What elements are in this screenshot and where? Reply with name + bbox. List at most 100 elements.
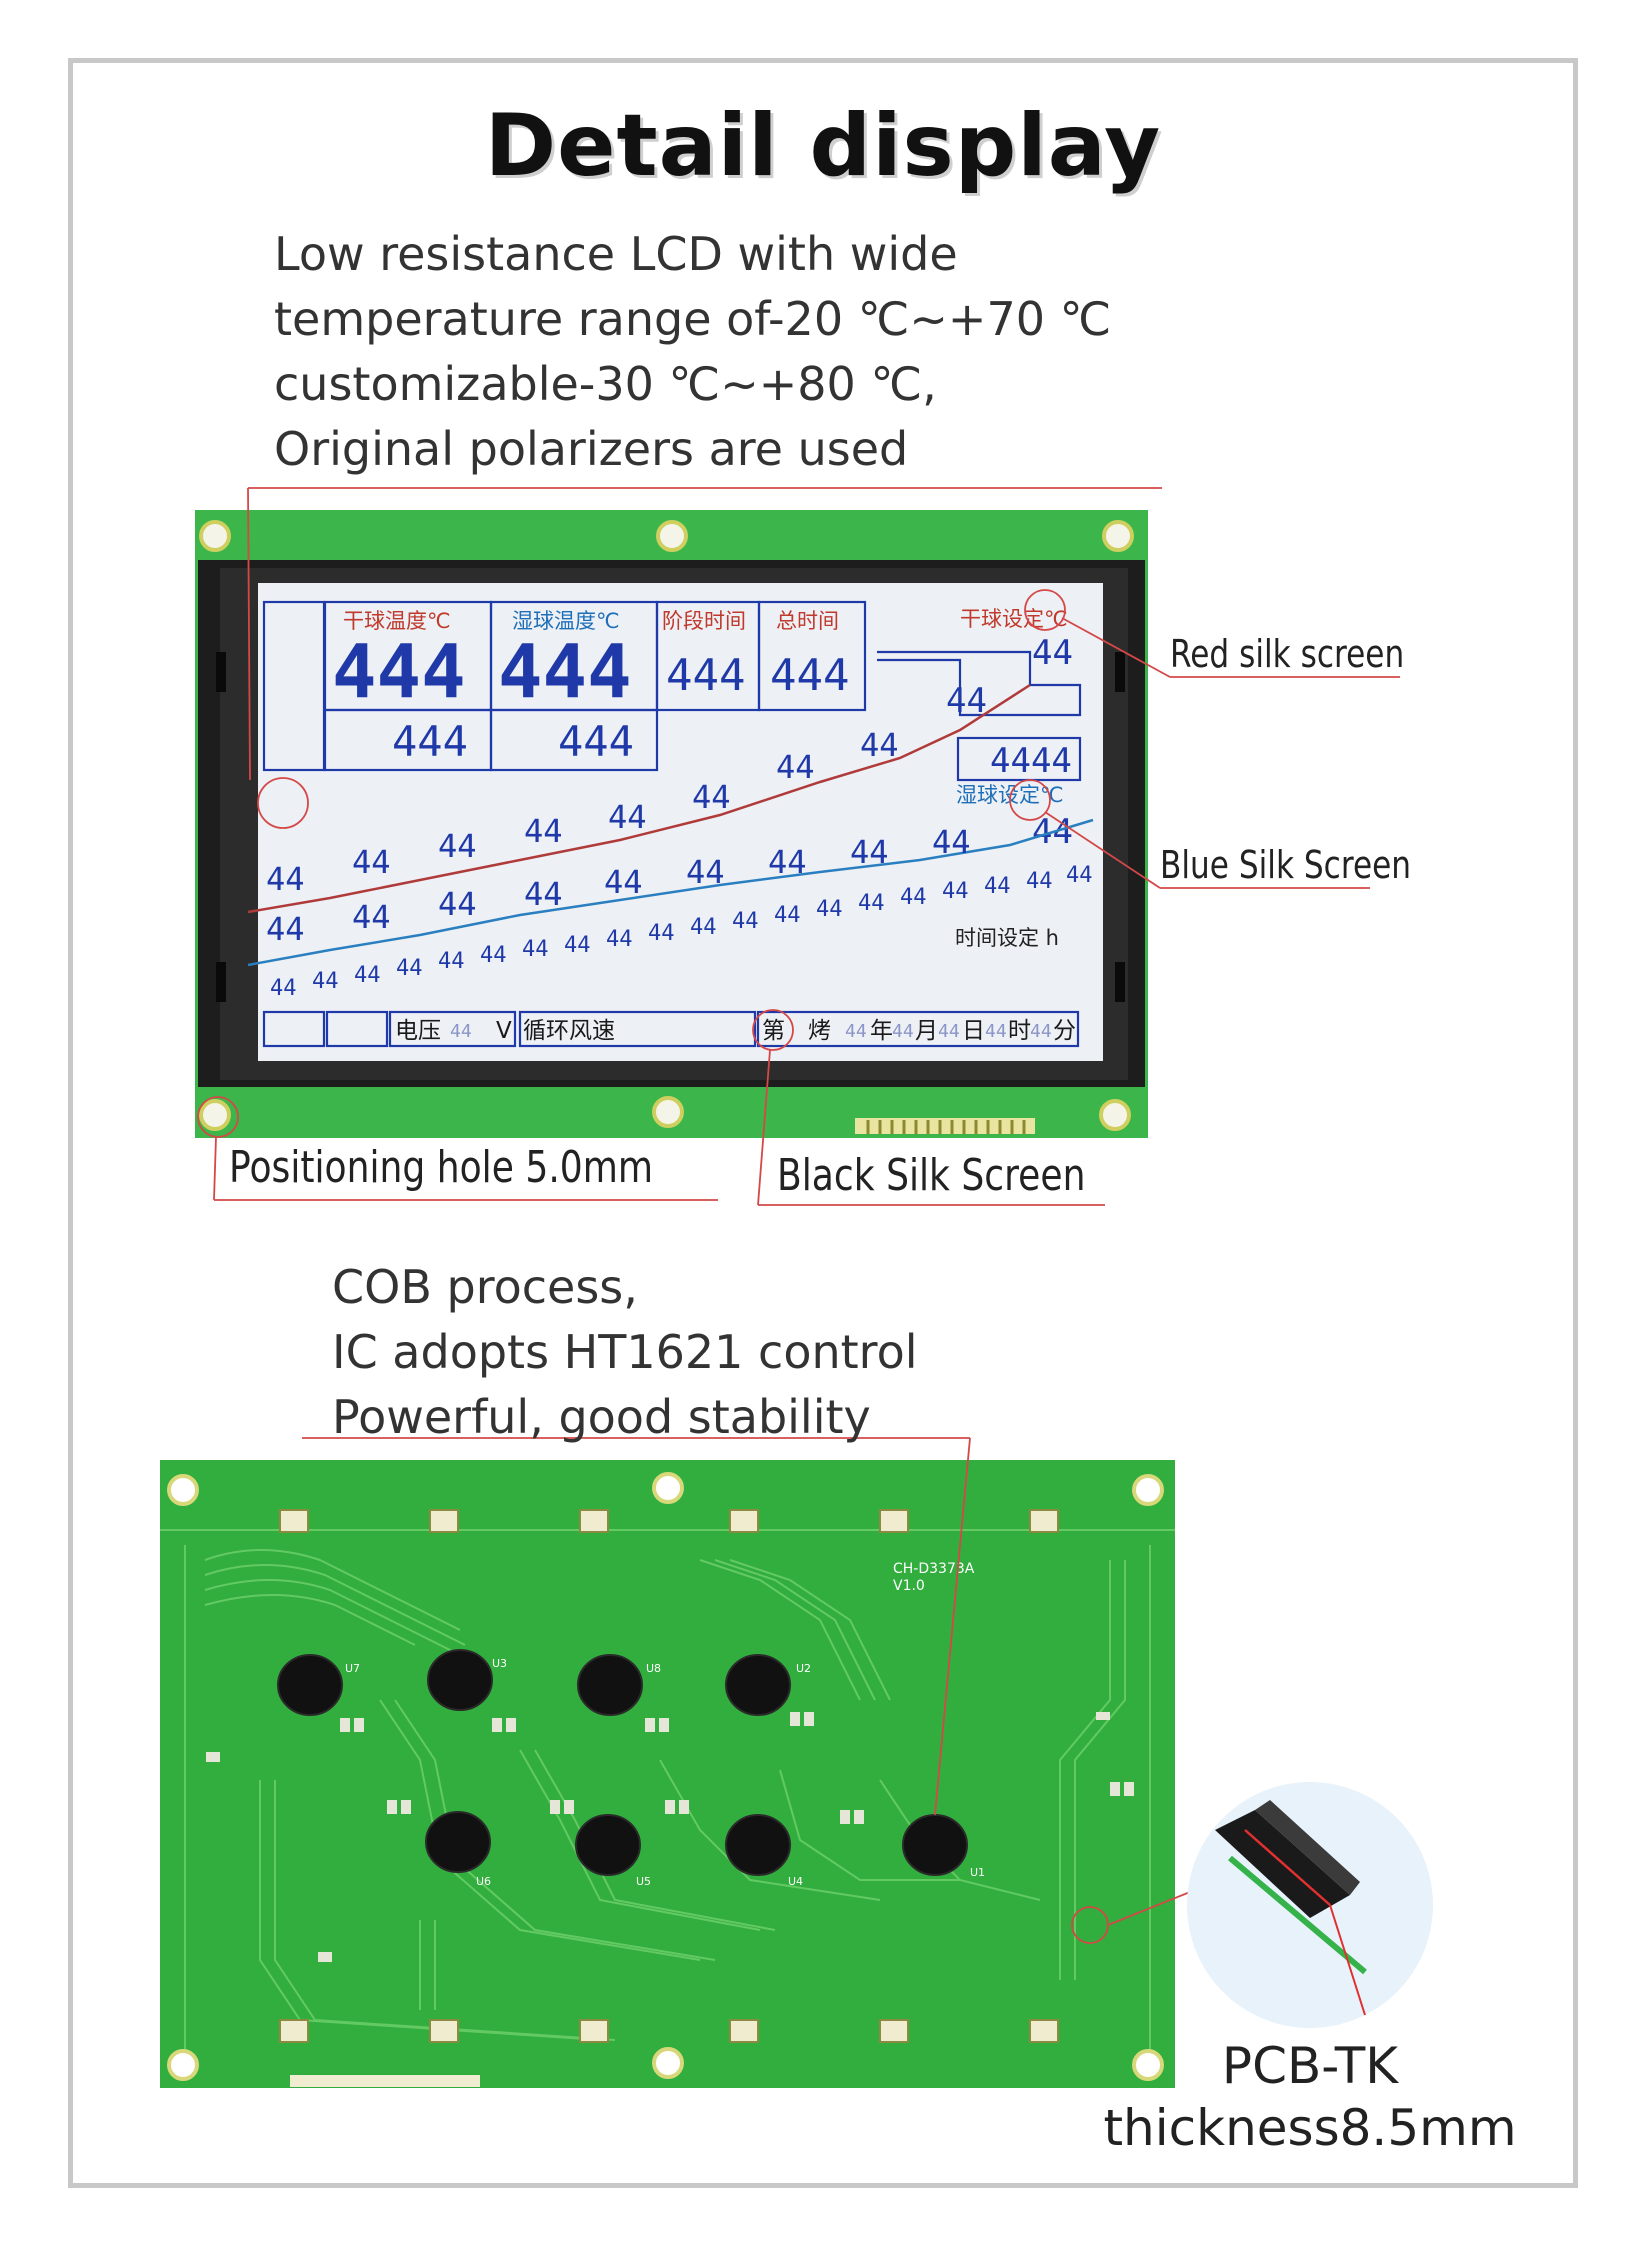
cob-description-line-2: IC adopts HT1621 control xyxy=(332,1325,918,1379)
cob-chip-icon xyxy=(725,1814,791,1876)
status-bar-dim-digits: 44 44 44 44 44 44 xyxy=(450,1021,1052,1042)
cob-chip-icon xyxy=(277,1654,343,1716)
svg-text:44: 44 xyxy=(1030,1021,1052,1042)
svg-text:U2: U2 xyxy=(796,1662,811,1675)
svg-text:44: 44 xyxy=(816,897,843,922)
svg-text:44: 44 xyxy=(892,1021,914,1042)
mount-hole-icon xyxy=(199,1099,231,1131)
pcb-hole-icon xyxy=(1132,1474,1164,1506)
svg-text:U7: U7 xyxy=(345,1662,360,1675)
svg-text:44: 44 xyxy=(686,853,725,891)
pcb-thickness-line-1: PCB-TK xyxy=(1221,2037,1399,2095)
svg-text:44: 44 xyxy=(932,823,971,861)
svg-text:44: 44 xyxy=(942,879,969,904)
svg-text:44: 44 xyxy=(985,1021,1007,1042)
svg-text:U6: U6 xyxy=(476,1875,491,1888)
svg-text:44: 44 xyxy=(480,943,507,968)
svg-text:44: 44 xyxy=(266,910,305,948)
pcb-model: CH-D3373A xyxy=(893,1561,975,1577)
voltage-unit: V xyxy=(496,1018,512,1044)
svg-text:44: 44 xyxy=(438,827,477,865)
pcb-board: U7 U3 U8 U2 U6 U5 U4 U1 CH-D3373A V1.0 xyxy=(160,1460,1175,2088)
image-frame xyxy=(68,58,1578,2188)
mount-hole-icon xyxy=(656,520,688,552)
lcd-segment-outlines xyxy=(262,600,1082,1048)
callout-red-silk: Red silk screen xyxy=(1170,632,1405,676)
cob-chip-icon xyxy=(725,1654,791,1716)
day-label: 日 xyxy=(962,1018,985,1044)
svg-text:44: 44 xyxy=(845,1021,867,1042)
bake-label: 烤 xyxy=(808,1018,831,1044)
lcd-description: Low resistance LCD with wide temperature… xyxy=(274,222,1111,482)
svg-text:44: 44 xyxy=(352,843,391,881)
cob-description-line-1: COB process, xyxy=(332,1260,638,1314)
svg-text:44: 44 xyxy=(438,885,477,923)
curve-digit-group: 44 44 44 44 44 44 44 44 44 44 44 44 44 4… xyxy=(266,726,971,948)
ic-label-group: U7 U3 U8 U2 U6 U5 U4 U1 xyxy=(345,1657,985,1888)
svg-text:44: 44 xyxy=(524,875,563,913)
svg-text:U5: U5 xyxy=(636,1875,651,1888)
cob-description: COB process, IC adopts HT1621 control Po… xyxy=(332,1255,918,1450)
svg-text:44: 44 xyxy=(860,726,899,764)
svg-text:44: 44 xyxy=(774,903,801,928)
svg-text:U3: U3 xyxy=(492,1657,507,1670)
mount-hole-icon xyxy=(1099,1099,1131,1131)
svg-text:44: 44 xyxy=(608,798,647,836)
smd-components xyxy=(206,1712,1134,1962)
cob-chip-icon xyxy=(427,1649,493,1711)
wet-temp-digits: 444 xyxy=(498,629,632,715)
svg-text:44: 44 xyxy=(266,860,305,898)
pcb-thickness-line-2: thickness8.5mm xyxy=(1103,2099,1517,2157)
header-time-set: 时间设定 h xyxy=(955,926,1059,950)
dry-sub-digits: 444 xyxy=(392,717,468,766)
dry-temp-digits: 444 xyxy=(332,629,466,715)
time-digit-row: 44 44 44 44 44 44 44 44 44 44 44 44 44 4… xyxy=(270,863,1093,1001)
cob-callout-line xyxy=(302,1437,1196,1944)
wet-sub-digits: 444 xyxy=(558,717,634,766)
cob-chip-icon xyxy=(425,1811,491,1873)
lcd-callout-lines xyxy=(197,487,1400,1206)
dry-curve-line xyxy=(247,683,1031,914)
pcb-thickness-magnifier xyxy=(1187,1782,1433,2028)
month-label: 月 xyxy=(915,1018,938,1044)
svg-text:44: 44 xyxy=(396,956,423,981)
cob-description-line-3: Powerful, good stability xyxy=(332,1390,871,1444)
lcd-module xyxy=(195,510,1148,1138)
stage-digits: 44 xyxy=(946,681,987,721)
svg-text:44: 44 xyxy=(938,1021,960,1042)
svg-text:44: 44 xyxy=(732,909,759,934)
minute-label: 分 xyxy=(1053,1018,1076,1044)
pcb-slot-pads-top xyxy=(279,1509,1059,1533)
svg-text:44: 44 xyxy=(692,778,731,816)
svg-text:44: 44 xyxy=(522,937,549,962)
callout-positioning-hole: Positioning hole 5.0mm xyxy=(229,1142,654,1193)
cob-chip-group xyxy=(277,1649,968,1876)
callout-blue-silk: Blue Silk Screen xyxy=(1160,843,1412,887)
svg-text:44: 44 xyxy=(858,891,885,916)
svg-text:U4: U4 xyxy=(788,1875,803,1888)
lcd-description-line-2: temperature range of-20 ℃~+70 ℃ xyxy=(274,292,1112,346)
svg-text:44: 44 xyxy=(450,1021,472,1042)
page-title: Detail display xyxy=(484,96,1162,196)
svg-text:44: 44 xyxy=(768,843,807,881)
svg-text:44: 44 xyxy=(352,898,391,936)
wet-curve-line xyxy=(247,818,1094,967)
di-label: 第 xyxy=(762,1018,785,1044)
fan-speed-label: 循环风速 xyxy=(523,1018,615,1044)
pcb-hole-icon xyxy=(652,2047,684,2079)
callout-black-silk: Black Silk Screen xyxy=(777,1150,1086,1201)
pcb-thickness-note: PCB-TK thickness8.5mm xyxy=(1100,2035,1520,2159)
header-stage-time: 阶段时间 xyxy=(662,609,746,633)
svg-text:44: 44 xyxy=(776,748,815,786)
pcb-hole-icon xyxy=(652,1472,684,1504)
mount-hole-icon xyxy=(199,520,231,552)
svg-text:U8: U8 xyxy=(646,1662,661,1675)
four-digits: 4444 xyxy=(990,741,1072,781)
lcd-description-line-3: customizable-30 ℃~+80 ℃, xyxy=(274,357,937,411)
svg-text:44: 44 xyxy=(984,874,1011,899)
svg-text:44: 44 xyxy=(312,969,339,994)
lcd-description-line-1: Low resistance LCD with wide xyxy=(274,227,958,281)
header-wet-temp: 湿球温度℃ xyxy=(512,609,620,633)
pcb-hole-icon xyxy=(167,1474,199,1506)
